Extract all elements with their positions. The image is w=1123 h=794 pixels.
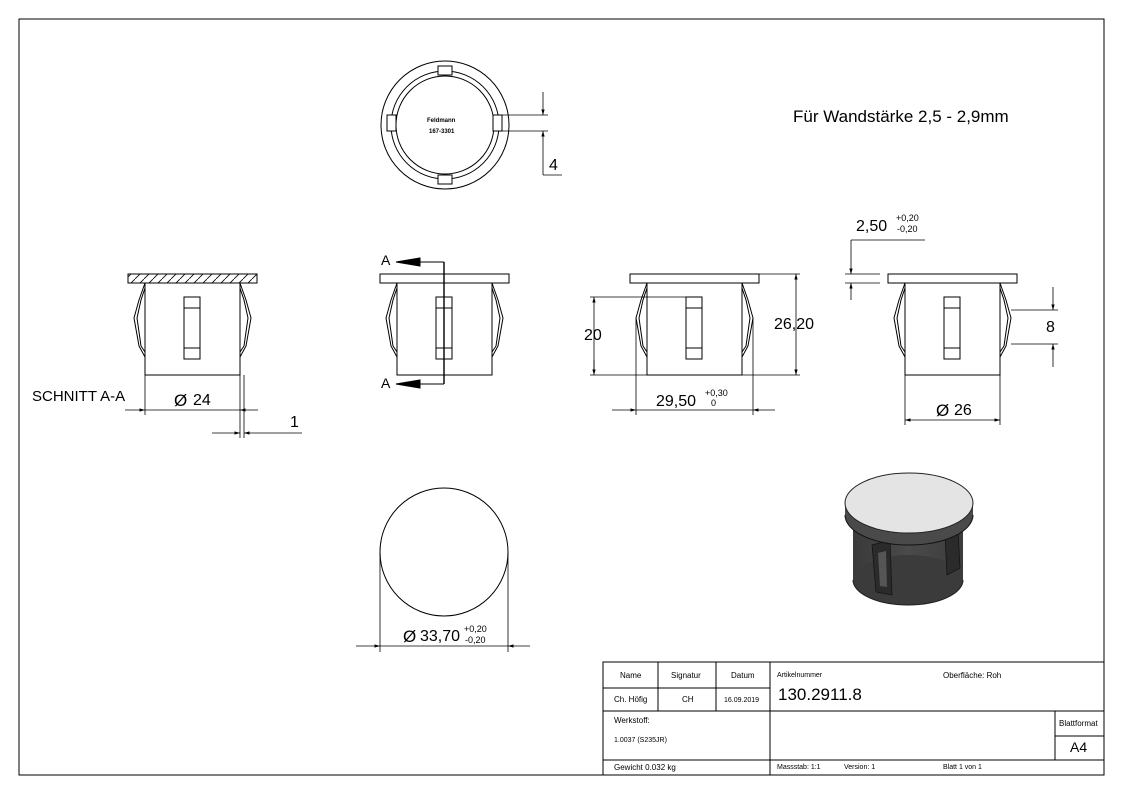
tb-col-signatur: Signatur — [671, 671, 701, 680]
dim-bottom-diameter-symbol: Ø — [403, 627, 417, 646]
tb-gewicht: Gewicht 0.032 kg — [614, 763, 676, 772]
logo-line-2: 167-3301 — [429, 129, 455, 135]
dim-section-wall: 1 — [290, 414, 299, 431]
tb-signatur: CH — [682, 695, 694, 704]
sheet-border — [18, 18, 1105, 776]
dim-section-diameter-symbol: Ø — [174, 391, 188, 410]
tb-blatt: Blatt 1 von 1 — [943, 764, 982, 771]
dim-bottom-tol-lower: -0,20 — [465, 635, 486, 645]
tb-massstab: Massstab: 1:1 — [777, 764, 821, 771]
tb-artikelnummer-label: Artikelnummer — [777, 672, 823, 679]
dim-height-total: 26,20 — [774, 316, 815, 333]
dim-bottom-tol-upper: +0,20 — [464, 624, 487, 634]
section-mark-bottom: A — [381, 375, 391, 391]
dim-side-diameter: 26 — [954, 402, 972, 419]
tb-artikelnummer: 130.2911.8 — [778, 685, 862, 704]
tb-col-name: Name — [620, 671, 642, 680]
dim-section-diameter: 24 — [193, 392, 211, 409]
tb-name: Ch. Höfig — [614, 695, 648, 704]
top-view — [380, 60, 562, 190]
tb-werkstoff-label: Werkstoff: — [614, 716, 650, 725]
logo-line-1: Feldmann — [427, 118, 456, 124]
note-text: Für Wandstärke 2,5 - 2,9mm — [793, 107, 1009, 126]
tb-blattformat: A4 — [1070, 739, 1088, 755]
dims-view — [590, 273, 800, 415]
front-view — [379, 257, 510, 389]
tb-blattformat-label: Blattformat — [1059, 719, 1098, 728]
dim-thickness-tol-lower: -0,20 — [897, 224, 918, 234]
tb-version: Version: 1 — [844, 764, 876, 771]
section-label: SCHNITT A-A — [32, 388, 126, 405]
dim-bottom-diameter: 33,70 — [420, 628, 461, 645]
tb-col-datum: Datum — [731, 671, 755, 680]
tb-oberflaeche: Oberfläche: Roh — [943, 671, 1002, 680]
dim-outer-tol-upper: +0,30 — [705, 388, 728, 398]
dim-side-diameter-symbol: Ø — [936, 401, 950, 420]
dim-thickness: 2,50 — [856, 218, 888, 235]
dim-thickness-tol-upper: +0,20 — [896, 213, 919, 223]
bottom-view — [356, 487, 530, 652]
isometric-render — [844, 472, 974, 606]
tb-datum: 16.09.2019 — [724, 697, 760, 704]
tb-werkstoff: 1.0037 (S235JR) — [614, 737, 667, 744]
side-view — [845, 239, 1058, 425]
title-block-lines — [602, 661, 1105, 776]
dim-slot-4: 4 — [549, 157, 558, 174]
dim-rib-height: 8 — [1046, 319, 1055, 336]
section-mark-top: A — [381, 252, 391, 268]
section-view — [125, 273, 302, 438]
dim-outer-diameter: 29,50 — [656, 393, 697, 410]
dim-height-20: 20 — [584, 327, 602, 344]
dim-outer-tol-lower: 0 — [711, 398, 717, 408]
